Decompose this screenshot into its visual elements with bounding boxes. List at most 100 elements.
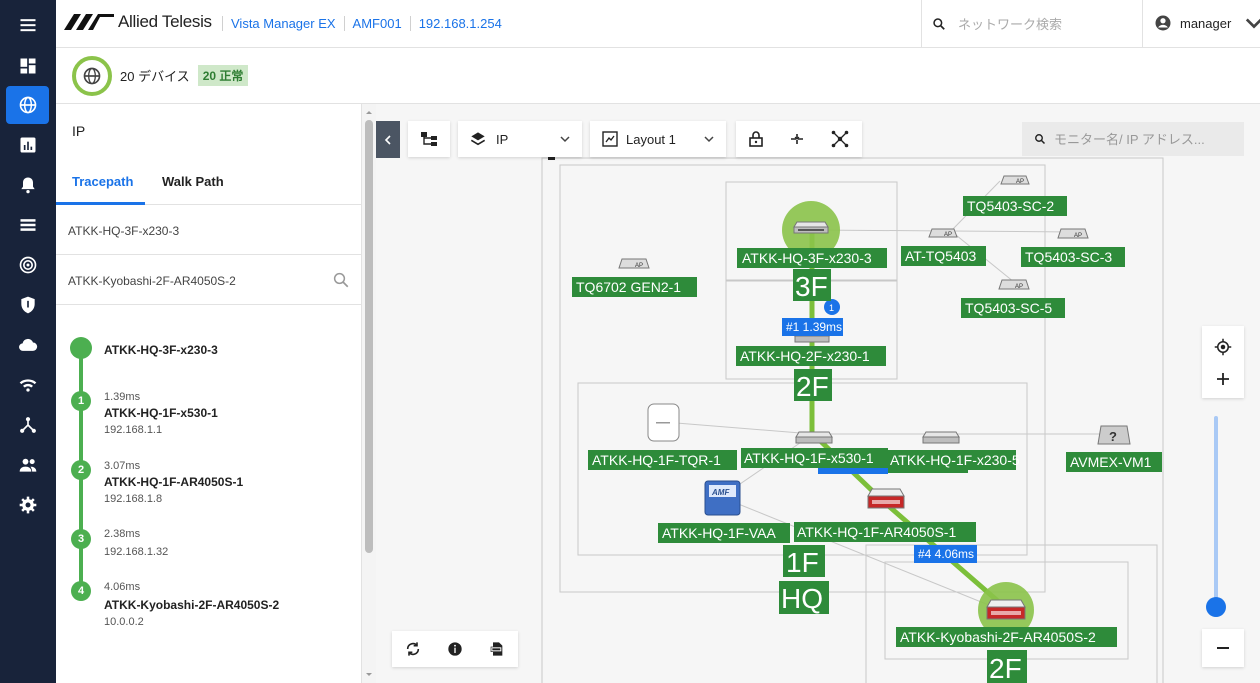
device-count: 20 デバイス xyxy=(120,69,190,84)
switch-icon[interactable] xyxy=(795,431,833,444)
router-icon[interactable] xyxy=(986,599,1026,620)
panel-title: IP xyxy=(72,123,86,139)
access-point-icon[interactable]: AP xyxy=(928,228,958,238)
nav-dashboard[interactable] xyxy=(6,47,49,85)
unknown-device-icon[interactable]: ? xyxy=(1097,425,1131,445)
switch-icon[interactable] xyxy=(922,431,960,444)
hop-tag-bg xyxy=(782,318,843,336)
monitor-search-input[interactable] xyxy=(1054,131,1234,147)
info-icon[interactable] xyxy=(447,641,463,657)
menu-button[interactable] xyxy=(6,6,49,44)
nav-security[interactable] xyxy=(6,286,49,324)
node-label[interactable]: TQ5403-SC-5 xyxy=(965,300,1052,316)
nav-topology[interactable] xyxy=(6,406,49,444)
vaa-appliance-icon[interactable]: AMF xyxy=(704,480,741,516)
node-label[interactable]: ATKK-Kyobashi-2F-AR4050S-2 xyxy=(900,629,1096,645)
node-label[interactable]: ATKK-HQ-1F-x530-1 xyxy=(744,450,874,466)
nav-cloud[interactable] xyxy=(6,326,49,364)
layer-select[interactable]: IP xyxy=(458,121,582,157)
lock-icon[interactable] xyxy=(749,131,763,147)
hop-name: ATKK-HQ-3F-x230-3 xyxy=(104,343,218,357)
nav-reports[interactable] xyxy=(6,126,49,164)
tab-tracepath[interactable]: Tracepath xyxy=(72,174,134,189)
zoom-slider-track[interactable] xyxy=(1214,416,1218,606)
area-label-bg xyxy=(779,581,829,614)
nav-users[interactable] xyxy=(6,446,49,484)
node-label[interactable]: TQ6702 GEN2-1 xyxy=(576,279,681,295)
pdf-export-icon[interactable] xyxy=(489,641,505,657)
scroll-up-icon[interactable] xyxy=(362,107,376,117)
status-badge[interactable]: 20 正常 xyxy=(197,65,249,86)
collapse-nodes-icon[interactable] xyxy=(789,131,805,147)
node-label[interactable]: TQ5403-SC-2 xyxy=(967,198,1054,214)
tab-walk-path[interactable]: Walk Path xyxy=(162,174,224,189)
ap-tag: AP xyxy=(635,263,643,269)
node-label[interactable]: ATKK-HQ-3F-x230-3 xyxy=(742,250,872,266)
node-label[interactable]: ATKK-HQ-2F-x230-1 xyxy=(740,348,870,364)
hop-ip: 192.168.1.32 xyxy=(104,546,169,558)
breadcrumb-item[interactable]: AMF001 xyxy=(343,16,410,31)
layout-icon xyxy=(602,131,618,147)
network-map[interactable]: AP AP AP AP AP AMF ? ATKK-HQ-3F-x230-3 A… xyxy=(376,104,1260,683)
nav-rail xyxy=(0,0,56,683)
logo-mark-icon xyxy=(64,14,114,30)
hop-number: 2 xyxy=(71,460,91,480)
area-marker xyxy=(548,154,555,160)
node-label[interactable]: AVMEX-VM1 xyxy=(1070,454,1152,470)
node-label[interactable]: ATKK-HQ-1F-VAA xyxy=(662,525,776,541)
node-label-bg xyxy=(794,522,976,542)
node-label-bg xyxy=(963,196,1067,216)
hop-tag[interactable]: #4 4.06ms xyxy=(918,547,974,561)
zoom-slider-knob[interactable] xyxy=(1206,597,1226,617)
user-menu[interactable]: manager xyxy=(1154,14,1260,32)
hop-tag[interactable]: #1 1.39ms xyxy=(786,320,842,334)
nav-network-map[interactable] xyxy=(6,86,49,124)
destination-field[interactable]: ATKK-Kyobashi-2F-AR4050S-2 xyxy=(56,255,362,305)
breadcrumb-item[interactable]: 192.168.1.254 xyxy=(409,16,510,31)
nav-alarms[interactable] xyxy=(6,166,49,204)
nav-lists[interactable] xyxy=(6,206,49,244)
search-icon[interactable] xyxy=(332,271,350,289)
network-search-input[interactable] xyxy=(958,16,1118,32)
collapse-panel-button[interactable] xyxy=(376,121,400,158)
topology-canvas: AP AP AP AP AP AMF ? ATKK-HQ-3F-x230-3 A… xyxy=(541,154,1164,683)
node-label[interactable]: ATKK-HQ-1F-TQR-1 xyxy=(592,452,721,468)
zoom-out-button[interactable] xyxy=(1202,629,1244,667)
breadcrumb-item[interactable]: Vista Manager EX xyxy=(222,16,344,31)
nav-wireless[interactable] xyxy=(6,366,49,404)
locate-icon[interactable] xyxy=(1214,338,1232,356)
node-label[interactable]: ATKK-HQ-1F-AR4050S-1 xyxy=(797,524,956,540)
router-icon[interactable] xyxy=(867,488,905,509)
ap-tag: AP xyxy=(944,232,952,238)
scroll-down-icon[interactable] xyxy=(362,670,376,680)
wireless-controller-icon[interactable] xyxy=(647,403,680,442)
layout-select[interactable]: Layout 1 xyxy=(590,121,726,157)
source-field[interactable]: ATKK-HQ-3F-x230-3 xyxy=(56,205,362,255)
ap-tag: AP xyxy=(1015,284,1023,290)
hop-number: 1 xyxy=(71,391,91,411)
layout-select-value: Layout 1 xyxy=(626,131,676,147)
scrollbar-thumb[interactable] xyxy=(365,120,373,553)
dashboard-icon xyxy=(20,58,35,74)
unknown-tag: ? xyxy=(1109,429,1117,444)
source-value: ATKK-HQ-3F-x230-3 xyxy=(68,224,180,238)
node-label[interactable]: ATKK-HQ-1F-x230-5 xyxy=(890,452,1020,468)
floor-label-bg xyxy=(783,545,825,577)
switch-icon[interactable] xyxy=(793,221,829,234)
nav-settings[interactable] xyxy=(6,486,49,524)
panel-scrollbar[interactable] xyxy=(362,104,376,683)
hierarchy-icon xyxy=(421,132,437,146)
nav-radar[interactable] xyxy=(6,246,49,284)
node-label[interactable]: TQ5403-SC-3 xyxy=(1025,249,1112,265)
access-point-icon[interactable]: AP xyxy=(1000,175,1030,185)
refresh-icon[interactable] xyxy=(405,641,421,657)
expand-nodes-icon[interactable] xyxy=(831,130,849,148)
node-label[interactable]: AT-TQ5403 xyxy=(905,248,977,264)
hierarchy-view-button[interactable] xyxy=(408,121,450,157)
access-point-icon[interactable]: AP xyxy=(618,258,650,269)
access-point-icon[interactable]: AP xyxy=(1057,228,1089,239)
zoom-in-icon[interactable] xyxy=(1216,372,1230,386)
zoom-controls xyxy=(1202,326,1244,398)
hop-name: ATKK-Kyobashi-2F-AR4050S-2 xyxy=(104,598,280,612)
access-point-icon[interactable]: AP xyxy=(998,279,1030,290)
